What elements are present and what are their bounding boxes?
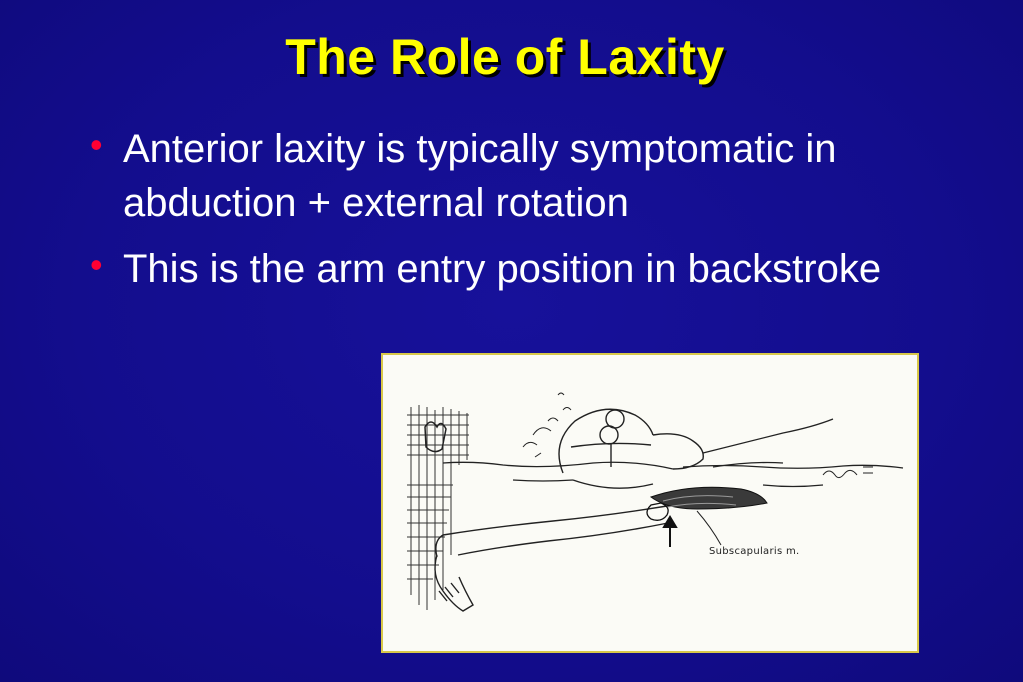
subscapularis-label: Subscapularis m. (709, 546, 800, 557)
bullet-item: • Anterior laxity is typically symptomat… (88, 122, 968, 230)
bullet-item: • This is the arm entry position in back… (88, 242, 968, 296)
bullet-icon: • (90, 244, 103, 285)
extended-arm (434, 504, 674, 612)
slide-title: The Role of Laxity (285, 29, 725, 85)
pool-wall-grid (407, 405, 469, 610)
swimmer-drawing (407, 392, 904, 612)
bullet-text: This is the arm entry position in backst… (123, 247, 882, 291)
bullet-text: Anterior laxity is typically symptomatic… (123, 127, 837, 225)
swimmer-body (702, 418, 834, 468)
bullet-icon: • (90, 124, 103, 165)
artist-signature (822, 466, 873, 479)
bullet-list: • Anterior laxity is typically symptomat… (88, 122, 968, 308)
swimmer-head (558, 408, 704, 489)
backstroke-illustration: Subscapularis m. (381, 353, 919, 653)
water-line (442, 461, 904, 488)
subscapularis-muscle (646, 486, 768, 521)
arrow-up-icon (662, 515, 678, 547)
splash (522, 392, 572, 458)
